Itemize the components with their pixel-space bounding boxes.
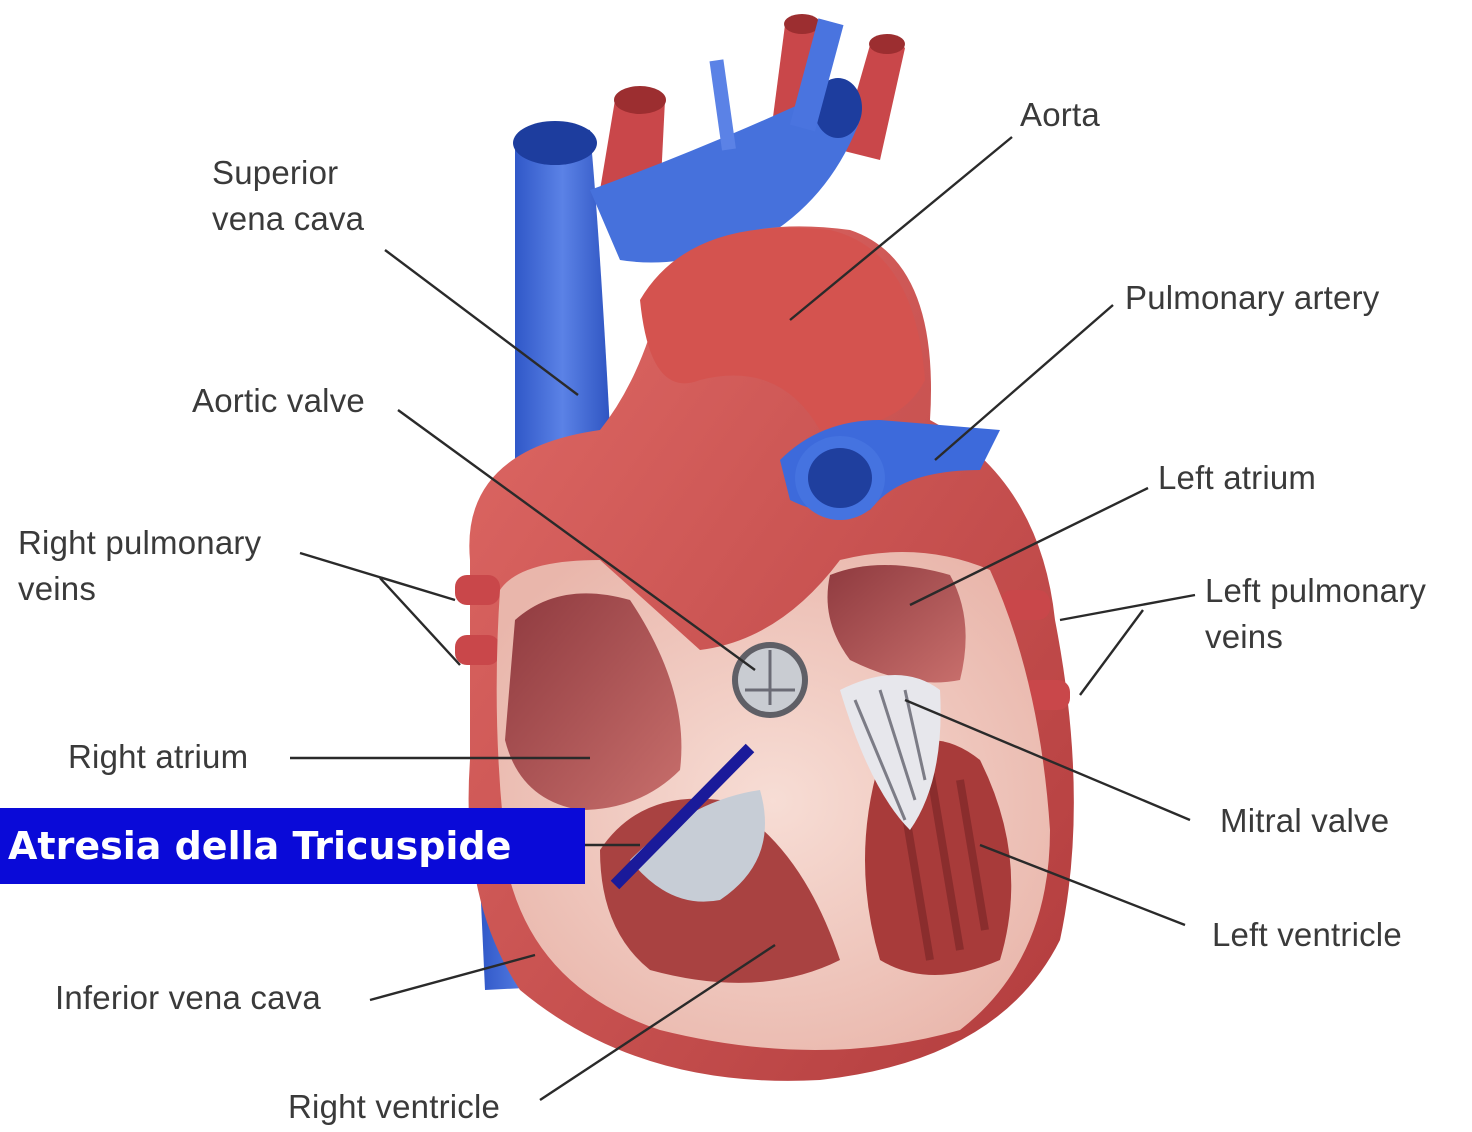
label-left-atrium: Left atrium bbox=[1158, 455, 1316, 501]
label-left-pulmonary-veins: Left pulmonary veins bbox=[1205, 568, 1426, 660]
label-right-pulmonary-veins: Right pulmonary veins bbox=[18, 520, 261, 612]
label-right-ventricle: Right ventricle bbox=[288, 1084, 500, 1130]
label-aorta: Aorta bbox=[1020, 92, 1100, 138]
label-aortic-valve: Aortic valve bbox=[192, 378, 365, 424]
label-right-atrium: Right atrium bbox=[68, 734, 248, 780]
label-inferior-vena-cava: Inferior vena cava bbox=[55, 975, 321, 1021]
label-mitral-valve: Mitral valve bbox=[1220, 798, 1389, 844]
chamber-cutaway bbox=[497, 552, 1050, 1050]
label-superior-vena-cava: Superior vena cava bbox=[212, 150, 364, 242]
label-left-ventricle: Left ventricle bbox=[1212, 912, 1402, 958]
label-pulmonary-artery: Pulmonary artery bbox=[1125, 275, 1379, 321]
tricuspid-atresia-callout: Atresia della Tricuspide bbox=[0, 808, 585, 884]
